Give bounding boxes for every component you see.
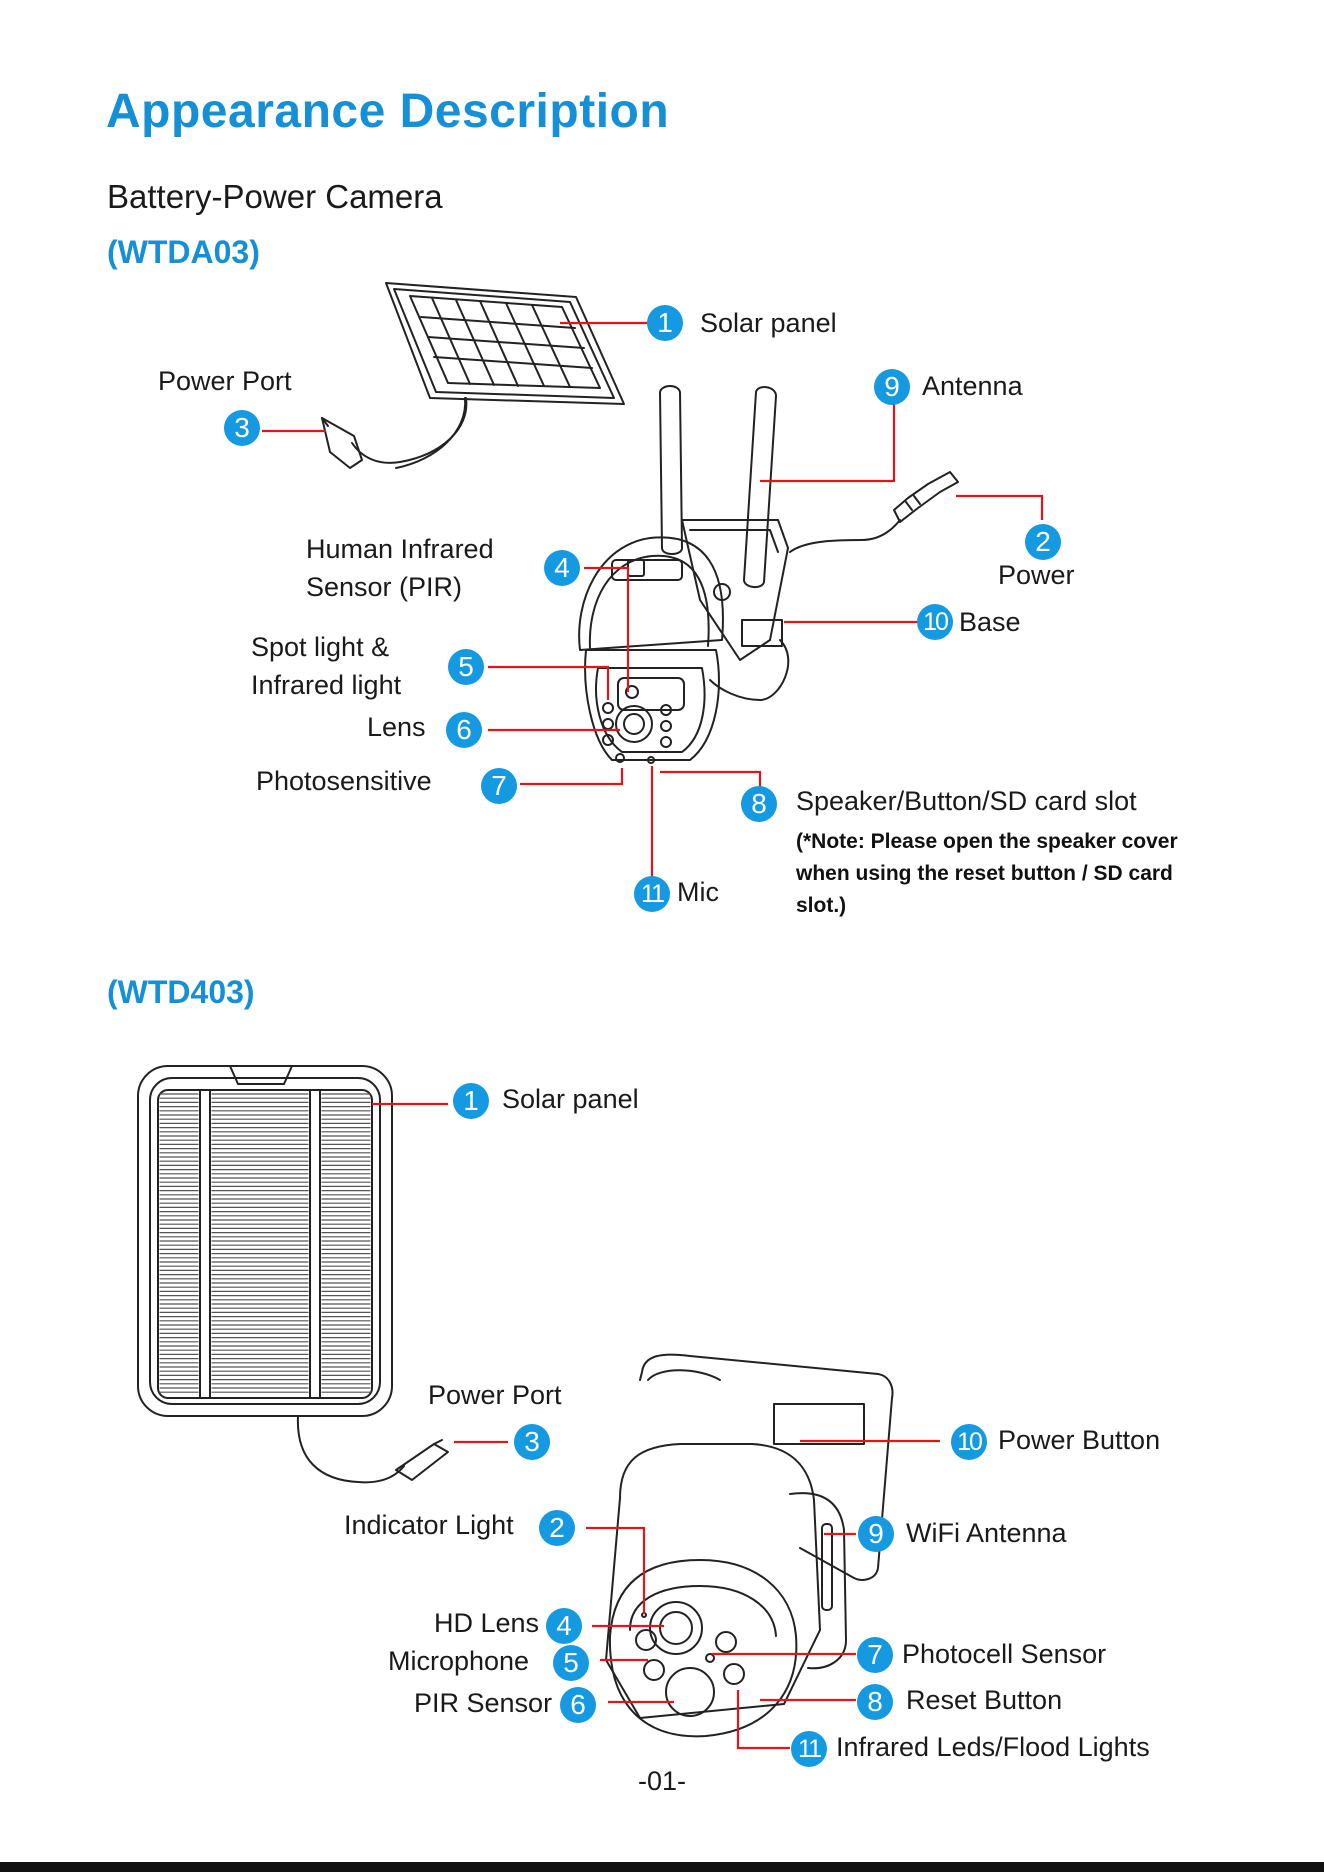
label-hd-lens: HD Lens (434, 1608, 540, 1638)
label-solar-panel: Solar panel (700, 308, 837, 338)
label-power-button: Power Button (998, 1425, 1161, 1455)
label-mic: Mic (677, 877, 719, 907)
page-number: -01- (637, 1766, 686, 1796)
label-microphone: Microphone (388, 1646, 530, 1676)
callout-badge-mic: 11 (634, 876, 670, 912)
callout-badge-indicator-light: 2 (539, 1510, 575, 1546)
label-pir-line2: Sensor (PIR) (306, 572, 463, 602)
callout-badge-power-port-2: 3 (514, 1424, 550, 1460)
callout-badge-spot-light: 5 (448, 649, 484, 685)
label-wifi-antenna: WiFi Antenna (906, 1518, 1067, 1548)
callout-badge-pir-sensor: 6 (560, 1687, 596, 1723)
label-power: Power (998, 560, 1075, 590)
label-spot-line1: Spot light & (251, 632, 390, 662)
label-reset-button: Reset Button (906, 1685, 1063, 1715)
callout-badge-pir: 4 (544, 550, 580, 586)
speaker-note: (*Note: Please open the speaker cover wh… (796, 830, 1178, 917)
callout-badge-solar-panel-2: 1 (453, 1083, 489, 1119)
wtda03-camera-illustration (578, 385, 959, 764)
callout-badge-power-button: 10 (951, 1424, 987, 1460)
callout-badge-photocell: 7 (857, 1637, 893, 1673)
label-pir-line1: Human Infrared (306, 534, 494, 564)
label-lens: Lens (367, 712, 426, 742)
callout-badge-wifi-antenna: 9 (858, 1516, 894, 1552)
wtda03-solar-panel-illustration (321, 282, 625, 469)
label-pir-sensor: PIR Sensor (414, 1688, 553, 1718)
label-speaker: Speaker/Button/SD card slot (796, 786, 1137, 816)
label-spot-line2: Infrared light (251, 670, 402, 700)
label-indicator-light: Indicator Light (344, 1510, 514, 1540)
model-label-wtd403: (WTD403) (107, 974, 255, 1010)
callout-badge-antenna: 9 (874, 369, 910, 405)
label-photocell-sensor: Photocell Sensor (902, 1639, 1107, 1669)
leader-lines (262, 321, 1044, 1750)
label-solar-panel-2: Solar panel (502, 1084, 639, 1114)
callout-badge-reset-button: 8 (857, 1684, 893, 1720)
page-title: Appearance Description (106, 85, 670, 138)
label-base: Base (959, 607, 1021, 637)
callout-badge-infrared-leds: 11 (791, 1731, 827, 1767)
page-bottom-rule (0, 1862, 1324, 1872)
label-power-port: Power Port (158, 366, 292, 396)
wtd403-solar-panel-illustration (137, 1065, 393, 1417)
callout-badge-solar-panel: 1 (647, 305, 683, 341)
callout-badge-lens: 6 (446, 712, 482, 748)
wtd403-panel-stripes (159, 1093, 371, 1393)
page-subtitle: Battery-Power Camera (107, 178, 443, 215)
label-photosensitive: Photosensitive (256, 766, 432, 796)
callout-badge-photosensitive: 7 (481, 768, 517, 804)
wtd403-panel-cable (296, 1415, 449, 1484)
label-infrared-leds: Infrared Leds/Flood Lights (836, 1732, 1150, 1762)
callout-badge-base: 10 (917, 604, 953, 640)
model-label-wtda03: (WTDA03) (107, 234, 260, 270)
callout-badge-microphone: 5 (553, 1645, 589, 1681)
callout-badge-power: 2 (1025, 524, 1061, 560)
callout-badge-hd-lens: 4 (546, 1608, 582, 1644)
wtd403-camera-illustration (605, 1353, 894, 1738)
callout-badge-speaker: 8 (741, 786, 777, 822)
callout-badge-power-port: 3 (224, 410, 260, 446)
label-antenna: Antenna (922, 371, 1023, 401)
label-power-port-2: Power Port (428, 1380, 562, 1410)
